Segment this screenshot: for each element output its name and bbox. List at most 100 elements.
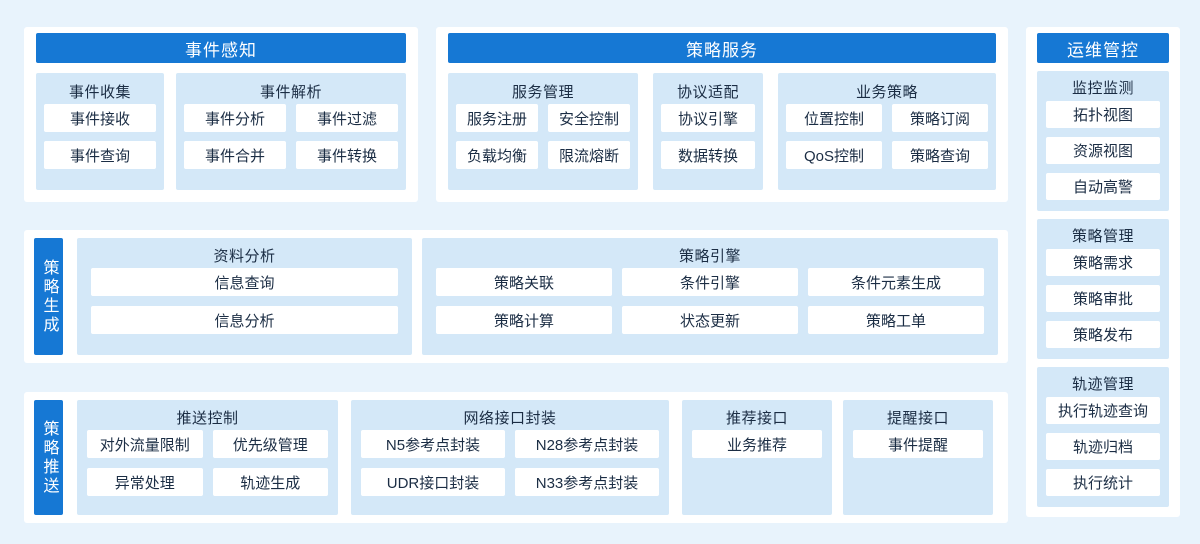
section-label: 推送控制 xyxy=(176,409,239,427)
panel-ops-control: 运维管控 监控监测 拓扑视图 资源视图 自动高警 策略管理 策略需求 策略审批 … xyxy=(1026,27,1180,517)
bottom-row: 策略推送 推送控制 对外流量限制 优先级管理 异常处理 轨迹生成 网络接口封装 … xyxy=(24,392,1008,523)
section-label: 事件解析 xyxy=(259,83,322,101)
panel-policy-generation: 策略生成 资料分析 信息查询 信息分析 策略引擎 策略关联 条件引擎 条件元素生… xyxy=(24,230,1008,363)
section-event-collect: 事件收集 事件接收 事件查询 xyxy=(36,73,164,190)
top-row: 事件感知 事件收集 事件接收 事件查询 事件解析 事件分析 事件过滤 xyxy=(24,27,1008,202)
module-grid: 对外流量限制 优先级管理 异常处理 轨迹生成 xyxy=(87,430,328,496)
section-label: 服务管理 xyxy=(511,83,574,101)
middle-row: 策略生成 资料分析 信息查询 信息分析 策略引擎 策略关联 条件引擎 条件元素生… xyxy=(24,230,1008,363)
module-box: 负载均衡 xyxy=(456,141,538,169)
module-grid: 策略关联 条件引擎 条件元素生成 策略计算 状态更新 策略工单 xyxy=(436,268,984,334)
module-box: 事件转换 xyxy=(296,141,398,169)
module-box: 执行轨迹查询 xyxy=(1046,397,1160,424)
module-box: N28参考点封装 xyxy=(515,430,659,458)
module-box: 策略发布 xyxy=(1046,321,1160,348)
panel-event-perception-title: 事件感知 xyxy=(36,33,406,63)
module-grid: N5参考点封装 N28参考点封装 UDR接口封装 N33参考点封装 xyxy=(361,430,659,496)
module-box: 状态更新 xyxy=(622,306,798,334)
section-label: 策略引擎 xyxy=(678,247,741,265)
module-grid: 事件分析 事件过滤 事件合并 事件转换 xyxy=(184,104,398,169)
module-box: N33参考点封装 xyxy=(515,468,659,496)
module-grid: 协议引擎 数据转换 xyxy=(661,104,755,169)
module-box: 信息分析 xyxy=(91,306,398,334)
section-label: 资料分析 xyxy=(213,247,276,265)
module-box: N5参考点封装 xyxy=(361,430,505,458)
section-label: 网络接口封装 xyxy=(463,409,557,427)
module-box: 事件接收 xyxy=(44,104,156,132)
right-column: 运维管控 监控监测 拓扑视图 资源视图 自动高警 策略管理 策略需求 策略审批 … xyxy=(1026,27,1180,523)
module-grid: 业务推荐 xyxy=(692,430,822,458)
section-label: 提醒接口 xyxy=(886,409,949,427)
module-box: 安全控制 xyxy=(548,104,630,132)
module-box: 条件元素生成 xyxy=(808,268,984,296)
module-grid: 拓扑视图 资源视图 自动高警 xyxy=(1046,101,1160,200)
section-label: 推荐接口 xyxy=(725,409,788,427)
panel-event-perception: 事件感知 事件收集 事件接收 事件查询 事件解析 事件分析 事件过滤 xyxy=(24,27,418,202)
module-box: 数据转换 xyxy=(661,141,755,169)
module-box: 策略工单 xyxy=(808,306,984,334)
module-box: 业务推荐 xyxy=(692,430,822,458)
panel-policy-service-body: 服务管理 服务注册 安全控制 负载均衡 限流熔断 协议适配 协议引擎 数据转换 xyxy=(448,73,996,190)
module-grid: 事件提醒 xyxy=(853,430,983,458)
section-protocol-adaptation: 协议适配 协议引擎 数据转换 xyxy=(653,73,763,190)
panel-policy-service-title: 策略服务 xyxy=(448,33,996,63)
module-grid: 信息查询 信息分析 xyxy=(91,268,398,334)
module-box: 信息查询 xyxy=(91,268,398,296)
module-box: 优先级管理 xyxy=(212,430,328,458)
module-box: 事件查询 xyxy=(44,141,156,169)
module-grid: 事件接收 事件查询 xyxy=(44,104,156,169)
section-business-policy: 业务策略 位置控制 策略订阅 QoS控制 策略查询 xyxy=(778,73,996,190)
module-box: 事件分析 xyxy=(184,104,286,132)
module-box: 限流熔断 xyxy=(548,141,630,169)
module-box: 策略计算 xyxy=(436,306,612,334)
module-box: 策略查询 xyxy=(892,141,988,169)
section-policy-management: 策略管理 策略需求 策略审批 策略发布 xyxy=(1037,219,1169,359)
module-box: 异常处理 xyxy=(87,468,203,496)
section-recommend-interface: 推荐接口 业务推荐 xyxy=(682,400,832,515)
section-event-parse: 事件解析 事件分析 事件过滤 事件合并 事件转换 xyxy=(176,73,406,190)
module-box: 执行统计 xyxy=(1046,469,1160,496)
panel-policy-push-side-label: 策略推送 xyxy=(34,400,63,515)
section-label: 轨迹管理 xyxy=(1071,376,1134,393)
module-grid: 执行轨迹查询 轨迹归档 执行统计 xyxy=(1046,397,1160,496)
module-grid: 策略需求 策略审批 策略发布 xyxy=(1046,249,1160,348)
module-box: 拓扑视图 xyxy=(1046,101,1160,128)
section-label: 策略管理 xyxy=(1071,228,1134,245)
section-monitoring: 监控监测 拓扑视图 资源视图 自动高警 xyxy=(1037,71,1169,211)
panel-policy-generation-side-label: 策略生成 xyxy=(34,238,63,355)
module-box: 策略审批 xyxy=(1046,285,1160,312)
module-grid: 服务注册 安全控制 负载均衡 限流熔断 xyxy=(456,104,630,169)
section-label: 协议适配 xyxy=(676,83,739,101)
module-box: 事件提醒 xyxy=(853,430,983,458)
panel-ops-control-title: 运维管控 xyxy=(1037,33,1169,63)
module-box: 服务注册 xyxy=(456,104,538,132)
section-network-interface: 网络接口封装 N5参考点封装 N28参考点封装 UDR接口封装 N33参考点封装 xyxy=(351,400,669,515)
module-box: 条件引擎 xyxy=(622,268,798,296)
section-label: 业务策略 xyxy=(855,83,918,101)
section-label: 事件收集 xyxy=(68,83,131,101)
module-box: QoS控制 xyxy=(786,141,882,169)
module-box: 事件过滤 xyxy=(296,104,398,132)
section-push-control: 推送控制 对外流量限制 优先级管理 异常处理 轨迹生成 xyxy=(77,400,338,515)
panel-policy-push: 策略推送 推送控制 对外流量限制 优先级管理 异常处理 轨迹生成 网络接口封装 … xyxy=(24,392,1008,523)
module-box: 策略关联 xyxy=(436,268,612,296)
section-service-management: 服务管理 服务注册 安全控制 负载均衡 限流熔断 xyxy=(448,73,638,190)
module-grid: 位置控制 策略订阅 QoS控制 策略查询 xyxy=(786,104,988,169)
section-data-analysis: 资料分析 信息查询 信息分析 xyxy=(77,238,412,355)
module-box: 轨迹归档 xyxy=(1046,433,1160,460)
panel-event-perception-body: 事件收集 事件接收 事件查询 事件解析 事件分析 事件过滤 事件合并 事件转换 xyxy=(36,73,406,190)
module-box: UDR接口封装 xyxy=(361,468,505,496)
main-column: 事件感知 事件收集 事件接收 事件查询 事件解析 事件分析 事件过滤 xyxy=(24,27,1008,523)
module-box: 资源视图 xyxy=(1046,137,1160,164)
module-box: 事件合并 xyxy=(184,141,286,169)
module-box: 策略订阅 xyxy=(892,104,988,132)
section-remind-interface: 提醒接口 事件提醒 xyxy=(843,400,993,515)
panel-policy-service: 策略服务 服务管理 服务注册 安全控制 负载均衡 限流熔断 协议适配 xyxy=(436,27,1008,202)
module-box: 协议引擎 xyxy=(661,104,755,132)
module-box: 自动高警 xyxy=(1046,173,1160,200)
module-box: 轨迹生成 xyxy=(212,468,328,496)
section-policy-engine: 策略引擎 策略关联 条件引擎 条件元素生成 策略计算 状态更新 策略工单 xyxy=(422,238,998,355)
section-label: 监控监测 xyxy=(1071,80,1134,97)
module-box: 对外流量限制 xyxy=(87,430,203,458)
